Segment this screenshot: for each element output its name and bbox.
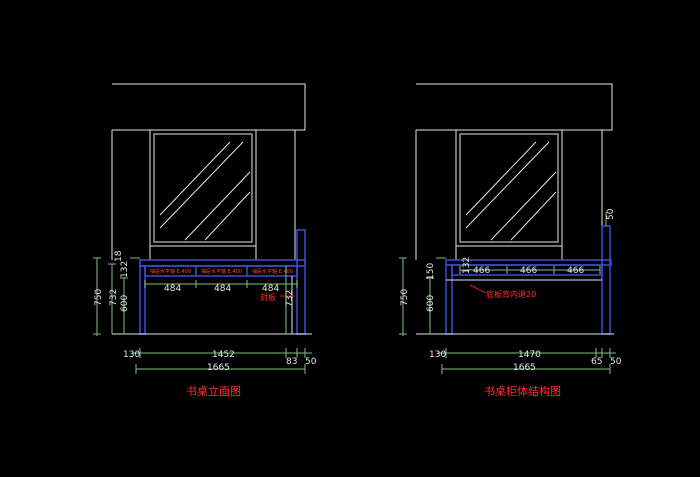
left-elevation: 抽屉水平轴 E.400 抽屉水平轴 E.400 抽屉水平轴 E.400 484 …: [93, 83, 317, 398]
left-dim-600: 600: [120, 295, 130, 312]
right-dim-466-a: 466: [473, 266, 490, 276]
left-dim-1452: 1452: [212, 350, 235, 360]
left-dim-1665: 1665: [207, 363, 230, 373]
left-dim-484-c: 484: [262, 284, 279, 294]
left-desk-top: [139, 259, 306, 267]
left-drawer-label-3: 抽屉水平轴 E.400: [252, 268, 293, 275]
right-title: 书桌柜体结构图: [484, 384, 561, 398]
left-side-panel: [139, 265, 146, 335]
right-dim-466-b: 466: [520, 266, 537, 276]
right-dim-600: 600: [426, 295, 436, 312]
left-right-panel: [296, 229, 306, 335]
right-right-panel: [601, 225, 611, 335]
right-dim-132: 132: [462, 257, 472, 274]
right-dim-750: 750: [400, 289, 410, 306]
left-dim-484-a: 484: [164, 284, 181, 294]
right-dim-50: 50: [610, 357, 622, 367]
left-dim-130: 130: [123, 350, 140, 360]
right-window-glass: [459, 133, 559, 243]
left-dim-484-b: 484: [214, 284, 231, 294]
right-dim-130: 130: [429, 350, 446, 360]
left-drawer-label-1: 抽屉水平轴 E.400: [150, 268, 191, 275]
right-side-panel: [445, 264, 453, 335]
left-window-frame: [149, 129, 257, 261]
right-dim-1470: 1470: [518, 350, 541, 360]
left-dim-50: 50: [305, 357, 317, 367]
right-structure: 466 466 466 底板背内退20 50 750 600 150 132 1…: [399, 83, 622, 398]
left-soffit: [112, 83, 306, 131]
right-window-frame: [455, 129, 563, 261]
right-dim-65: 65: [591, 357, 602, 367]
left-dim-132: 132: [120, 261, 130, 278]
left-dim-83: 83: [286, 357, 297, 367]
right-soffit: [416, 83, 613, 131]
left-dim-732-right: 732: [285, 290, 295, 307]
left-dim-18: 18: [114, 250, 124, 262]
right-dim-50-top: 50: [606, 208, 616, 220]
left-dim-732: 732: [109, 289, 119, 306]
left-window-glass: [153, 133, 253, 243]
left-dim-750: 750: [94, 289, 104, 306]
left-title: 书桌立面图: [186, 384, 241, 398]
left-note: 封板: [260, 292, 276, 302]
right-note: 底板背内退20: [486, 289, 536, 299]
right-dim-150: 150: [426, 263, 436, 280]
right-dim-466-c: 466: [567, 266, 584, 276]
left-drawer-label-2: 抽屉水平轴 E.400: [201, 268, 242, 275]
right-dim-1665: 1665: [513, 363, 536, 373]
